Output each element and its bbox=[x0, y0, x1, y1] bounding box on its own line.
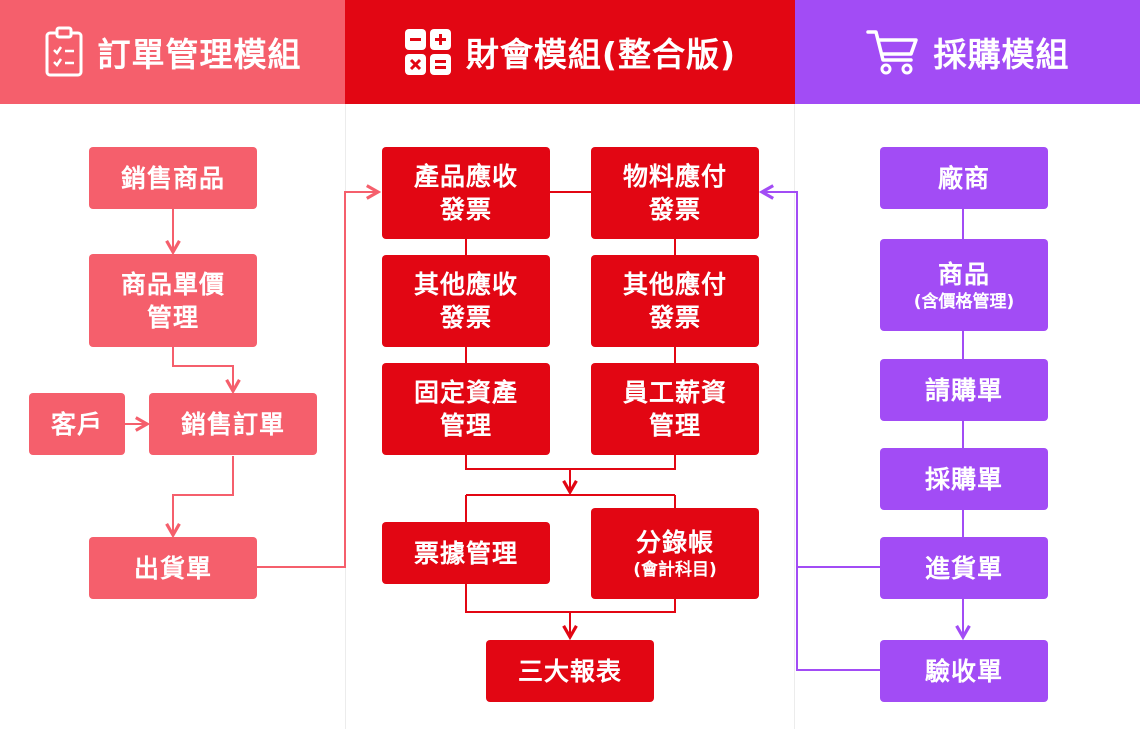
inspection-note-node: 驗收單 bbox=[880, 640, 1048, 702]
node-label: 其他應付 bbox=[622, 270, 727, 299]
customer-node: 客戶 bbox=[29, 393, 125, 455]
sales-goods-node: 銷售商品 bbox=[89, 147, 257, 209]
node-label: 廠商 bbox=[937, 163, 990, 193]
node-label: 分錄帳 bbox=[635, 528, 714, 557]
node-label: 管理 bbox=[146, 302, 199, 332]
node-label: 出貨單 bbox=[133, 553, 212, 583]
finance-module-title: 財會模組(整合版) bbox=[465, 35, 737, 74]
fixed-assets-management-node: 固定資產 管理 bbox=[382, 363, 550, 455]
node-label: 驗收單 bbox=[924, 656, 1003, 686]
financial-reports-node: 三大報表 bbox=[486, 640, 654, 702]
product-receivable-invoice-node: 產品應收 發票 bbox=[382, 147, 550, 239]
node-label: 物料應付 bbox=[622, 162, 727, 191]
node-label: 銷售商品 bbox=[120, 163, 225, 193]
node-label: 管理 bbox=[648, 411, 701, 440]
node-label: 三大報表 bbox=[517, 656, 622, 686]
shopping-cart-icon bbox=[865, 28, 920, 76]
node-label: 請購單 bbox=[924, 375, 1003, 405]
requisition-node: 請購單 bbox=[880, 359, 1048, 421]
node-label: 產品應收 bbox=[413, 162, 518, 191]
purchase-module-title: 採購模組 bbox=[933, 35, 1070, 74]
node-label: 其他應收 bbox=[413, 270, 518, 299]
receiving-note-node: 進貨單 bbox=[880, 537, 1048, 599]
other-payable-invoice-node: 其他應付 發票 bbox=[591, 255, 759, 347]
payroll-management-node: 員工薪資 管理 bbox=[591, 363, 759, 455]
purchase-module-header: 採購模組 bbox=[795, 0, 1140, 104]
calculator-icon bbox=[404, 28, 452, 76]
other-receivable-invoice-node: 其他應收 發票 bbox=[382, 255, 550, 347]
node-label: 銷售訂單 bbox=[180, 409, 285, 439]
connector-sales-order-to-shipping bbox=[173, 456, 234, 535]
node-label: 員工薪資 bbox=[622, 378, 727, 407]
clipboard-checklist-icon bbox=[44, 26, 84, 78]
node-label: 票據管理 bbox=[413, 538, 518, 568]
price-management-node: 商品單價 管理 bbox=[89, 254, 257, 347]
connector-merge-top bbox=[465, 455, 676, 470]
connector-inspection-to-material-payable bbox=[762, 192, 880, 671]
sales-order-node: 銷售訂單 bbox=[149, 393, 317, 455]
node-label: 發票 bbox=[439, 303, 492, 332]
node-label: 客戶 bbox=[50, 409, 103, 439]
purchase-order-node: 採購單 bbox=[880, 448, 1048, 510]
node-label: 發票 bbox=[648, 303, 701, 332]
connector-shipping-to-product-receivable bbox=[257, 192, 378, 568]
finance-module-header: 財會模組(整合版) bbox=[345, 0, 795, 104]
node-sublabel: (含價格管理) bbox=[913, 291, 1015, 312]
vendor-node: 廠商 bbox=[880, 147, 1048, 209]
order-module-header: 訂單管理模組 bbox=[0, 0, 345, 104]
goods-price-node: 商品 (含價格管理) bbox=[880, 239, 1048, 331]
node-label: 進貨單 bbox=[924, 553, 1003, 583]
column-divider bbox=[794, 104, 795, 729]
material-payable-invoice-node: 物料應付 發票 bbox=[591, 147, 759, 239]
voucher-management-node: 票據管理 bbox=[382, 522, 550, 584]
node-label: 商品 bbox=[937, 259, 990, 289]
node-sublabel: (會計科目) bbox=[633, 560, 717, 580]
node-label: 商品單價 bbox=[120, 269, 225, 299]
node-label: 發票 bbox=[648, 195, 701, 224]
node-label: 固定資產 bbox=[413, 378, 518, 407]
node-label: 管理 bbox=[439, 411, 492, 440]
order-module-title: 訂單管理模組 bbox=[97, 35, 302, 74]
connector-price-to-sales-order bbox=[172, 347, 233, 391]
journal-ledger-node: 分錄帳 (會計科目) bbox=[591, 508, 759, 599]
node-label: 發票 bbox=[439, 195, 492, 224]
shipping-note-node: 出貨單 bbox=[89, 537, 257, 599]
node-label: 採購單 bbox=[924, 464, 1003, 494]
